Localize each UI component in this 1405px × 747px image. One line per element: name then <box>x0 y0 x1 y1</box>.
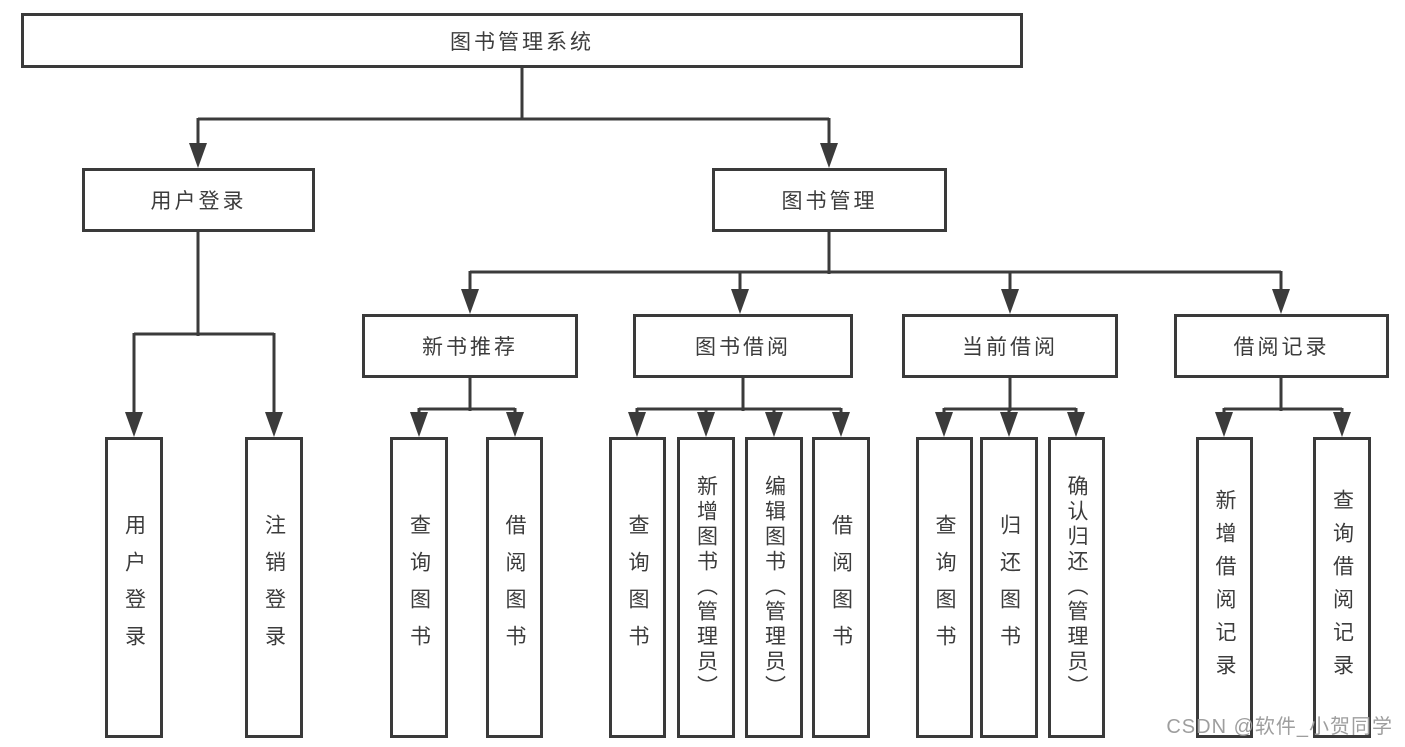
leaf-user-login-label: 用户登录 <box>122 513 146 662</box>
node-borrow-records-label: 借阅记录 <box>1233 336 1330 359</box>
leaf-add-borrow-record-label: 新增借阅记录 <box>1213 488 1236 687</box>
leaf-borrow-borrow-books: 借阅图书 <box>812 437 870 738</box>
leaf-logout: 注销登录 <box>245 437 303 738</box>
leaf-newbooks-query-books-label: 查询图书 <box>407 513 431 662</box>
node-user-login-label: 用户登录 <box>150 190 247 213</box>
leaf-current-query-books-label: 查询图书 <box>933 513 956 662</box>
node-book-borrow-label: 图书借阅 <box>695 336 791 359</box>
connector-user-login <box>132 232 276 415</box>
node-book-mgmt: 图书管理 <box>712 168 947 232</box>
leaf-newbooks-borrow-books: 借阅图书 <box>486 437 543 738</box>
node-book-borrow: 图书借阅 <box>633 314 853 378</box>
node-borrow-records: 借阅记录 <box>1174 314 1389 378</box>
connector-root <box>196 68 831 146</box>
node-new-books-label: 新书推荐 <box>422 336 518 359</box>
node-new-books: 新书推荐 <box>362 314 578 378</box>
node-root-label: 图书管理系统 <box>450 30 594 54</box>
leaf-query-borrow-record: 查询借阅记录 <box>1313 437 1371 738</box>
leaf-add-book-admin: 新增图书（管理员） <box>677 437 735 738</box>
node-book-mgmt-label: 图书管理 <box>781 190 878 213</box>
leaf-borrow-query-books-label: 查询图书 <box>626 513 649 662</box>
leaf-edit-book-admin: 编辑图书（管理员） <box>745 437 803 738</box>
connector-borrow-records <box>1222 378 1344 415</box>
leaf-add-borrow-record: 新增借阅记录 <box>1196 437 1253 738</box>
leaf-edit-book-admin-label: 编辑图书（管理员） <box>762 475 786 700</box>
node-current-borrow-label: 当前借阅 <box>962 336 1058 359</box>
connector-book-mgmt <box>468 232 1283 292</box>
arrowheads <box>125 143 1351 437</box>
leaf-confirm-return-admin-label: 确认归还（管理员） <box>1065 475 1088 700</box>
node-current-borrow: 当前借阅 <box>902 314 1118 378</box>
node-root: 图书管理系统 <box>21 13 1023 68</box>
leaf-logout-label: 注销登录 <box>262 513 286 662</box>
leaf-newbooks-query-books: 查询图书 <box>390 437 448 738</box>
leaf-borrow-borrow-books-label: 借阅图书 <box>829 513 853 662</box>
watermark: CSDN @软件_小贺同学 <box>1166 716 1393 738</box>
connector-new-books <box>417 378 517 415</box>
leaf-user-login: 用户登录 <box>105 437 163 738</box>
leaf-add-book-admin-label: 新增图书（管理员） <box>694 475 718 700</box>
leaf-query-borrow-record-label: 查询借阅记录 <box>1330 488 1354 687</box>
leaf-confirm-return-admin: 确认归还（管理员） <box>1048 437 1105 738</box>
connector-book-borrow <box>635 378 843 415</box>
leaf-return-books-label: 归还图书 <box>997 513 1021 662</box>
leaf-borrow-query-books: 查询图书 <box>609 437 666 738</box>
leaf-current-query-books: 查询图书 <box>916 437 973 738</box>
node-user-login: 用户登录 <box>82 168 315 232</box>
leaf-newbooks-borrow-books-label: 借阅图书 <box>503 513 526 662</box>
leaf-return-books: 归还图书 <box>980 437 1038 738</box>
connector-current-borrow <box>942 378 1078 415</box>
